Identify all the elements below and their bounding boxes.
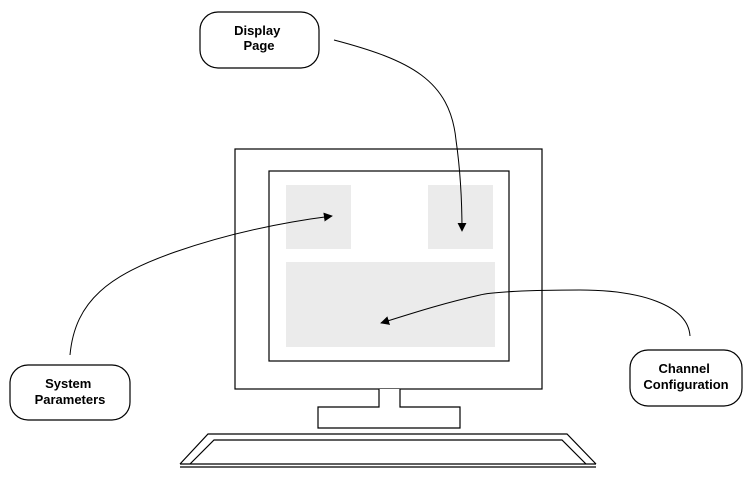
channel-configuration-panel	[286, 262, 495, 347]
svg-text:Display Page: Display Page	[234, 23, 284, 53]
svg-text:System Parameters: System Parameters	[35, 376, 106, 407]
callout-channel-configuration: Channel Configuration	[629, 349, 743, 407]
monitor	[234, 148, 543, 390]
arrow-display-page	[333, 39, 467, 232]
callout-box	[199, 11, 320, 69]
callout-label-line2: Page	[243, 38, 274, 53]
monitor-stand	[317, 389, 461, 429]
callout-system-parameters: System Parameters	[9, 364, 131, 421]
callout-label-line2: Configuration	[643, 377, 728, 392]
keyboard	[179, 433, 597, 468]
system-parameters-panel	[286, 185, 351, 249]
arrow-system-parameters	[69, 212, 333, 356]
arrow-channel-configuration	[380, 289, 691, 337]
callout-label-line1: Display	[234, 23, 281, 38]
callout-label-line1: Channel	[659, 361, 710, 376]
callout-label-line1: System	[45, 376, 91, 391]
display-page-panel	[428, 185, 493, 249]
callout-box	[629, 349, 743, 407]
callout-label-line2: Parameters	[35, 392, 106, 407]
callout-box	[9, 364, 131, 421]
callout-display-page: Display Page	[199, 11, 320, 69]
svg-text:Channel Configuration: Channel Configuration	[643, 361, 728, 392]
